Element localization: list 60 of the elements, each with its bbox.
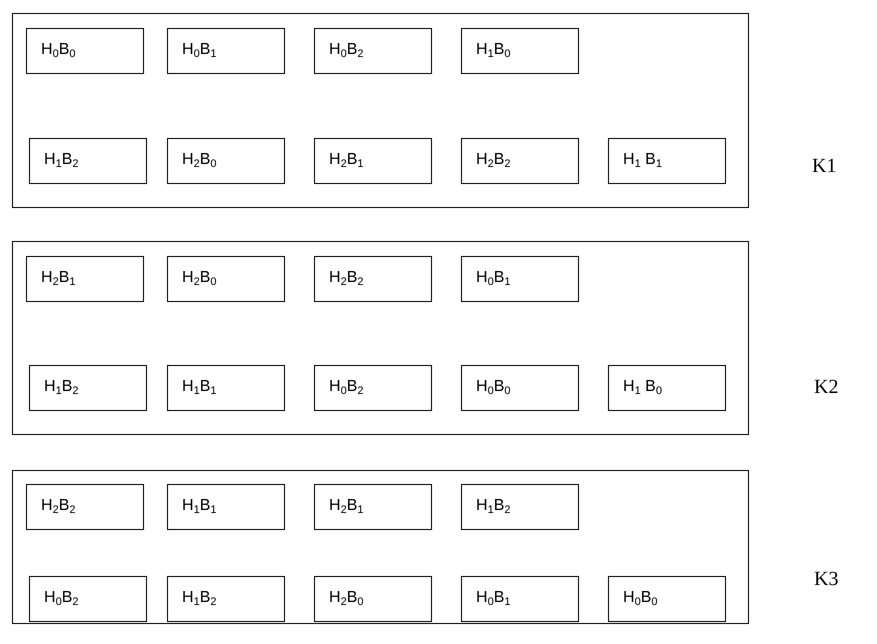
cell-label: H$_{0}$B$_{1}$ <box>476 269 510 288</box>
cell-label: H$_{2}$B$_{0}$ <box>329 589 364 608</box>
cell-label: H$_{2}$B$_{0}$ <box>182 151 216 170</box>
cell-label: H$_{0}$B$_{2}$ <box>329 41 364 60</box>
cell-label: H$_{1}$ B$_{0}$ <box>623 378 662 397</box>
cell-box <box>461 484 579 530</box>
cell-box <box>26 256 144 302</box>
group-label: K1 <box>812 155 836 178</box>
cell-box <box>26 484 144 530</box>
cell-box <box>167 484 285 530</box>
cell-box <box>167 28 285 74</box>
cell-box <box>29 365 147 411</box>
cell-label: H$_{2}$B$_{1}$ <box>329 497 364 516</box>
cell-box <box>314 256 432 302</box>
cell-label: H$_{0}$B$_{2}$ <box>44 589 78 608</box>
cell-box <box>26 28 144 74</box>
cell-label: H$_{1}$B$_{2}$ <box>182 589 216 608</box>
cell-label: H$_{1}$B$_{0}$ <box>476 41 510 60</box>
cell-box <box>461 138 579 184</box>
cell-box <box>314 138 432 184</box>
cell-box <box>314 484 432 530</box>
cell-label: H$_{1}$ B$_{1}$ <box>623 151 662 170</box>
cell-box <box>29 576 147 622</box>
cell-box <box>461 576 579 622</box>
cell-label: H$_{1}$B$_{2}$ <box>476 497 510 516</box>
cell-box <box>29 138 147 184</box>
cell-label: H$_{2}$B$_{1}$ <box>41 269 76 288</box>
cell-box <box>167 576 285 622</box>
cell-label: H$_{0}$B$_{1}$ <box>182 41 216 60</box>
group-box <box>12 241 749 435</box>
cell-label: H$_{1}$B$_{1}$ <box>182 497 216 516</box>
cell-box <box>461 28 579 74</box>
cell-label: H$_{1}$B$_{2}$ <box>44 151 78 170</box>
cell-label: H$_{0}$B$_{0}$ <box>623 589 658 608</box>
cell-box <box>314 28 432 74</box>
cell-box <box>314 365 432 411</box>
group-box <box>12 470 749 624</box>
group-box <box>12 13 749 208</box>
cell-label: H$_{2}$B$_{2}$ <box>41 497 76 516</box>
group-label: K3 <box>814 568 838 591</box>
cell-label: H$_{0}$B$_{0}$ <box>41 41 76 60</box>
cell-label: H$_{0}$B$_{1}$ <box>476 589 510 608</box>
cell-box <box>608 576 726 622</box>
cell-label: H$_{2}$B$_{1}$ <box>329 151 364 170</box>
cell-box <box>167 256 285 302</box>
cell-box <box>167 365 285 411</box>
cell-label: H$_{2}$B$_{2}$ <box>476 151 510 170</box>
cell-box <box>314 576 432 622</box>
cell-label: H$_{2}$B$_{0}$ <box>182 269 216 288</box>
cell-box <box>167 138 285 184</box>
cell-label: H$_{1}$B$_{2}$ <box>44 378 78 397</box>
cell-label: H$_{1}$B$_{1}$ <box>182 378 216 397</box>
group-label: K2 <box>814 376 838 399</box>
cell-box <box>461 365 579 411</box>
cell-box <box>461 256 579 302</box>
cell-label: H$_{0}$B$_{0}$ <box>476 378 510 397</box>
cell-box <box>608 365 726 411</box>
cell-label: H$_{2}$B$_{2}$ <box>329 269 364 288</box>
cell-box <box>608 138 726 184</box>
cell-label: H$_{0}$B$_{2}$ <box>329 378 364 397</box>
